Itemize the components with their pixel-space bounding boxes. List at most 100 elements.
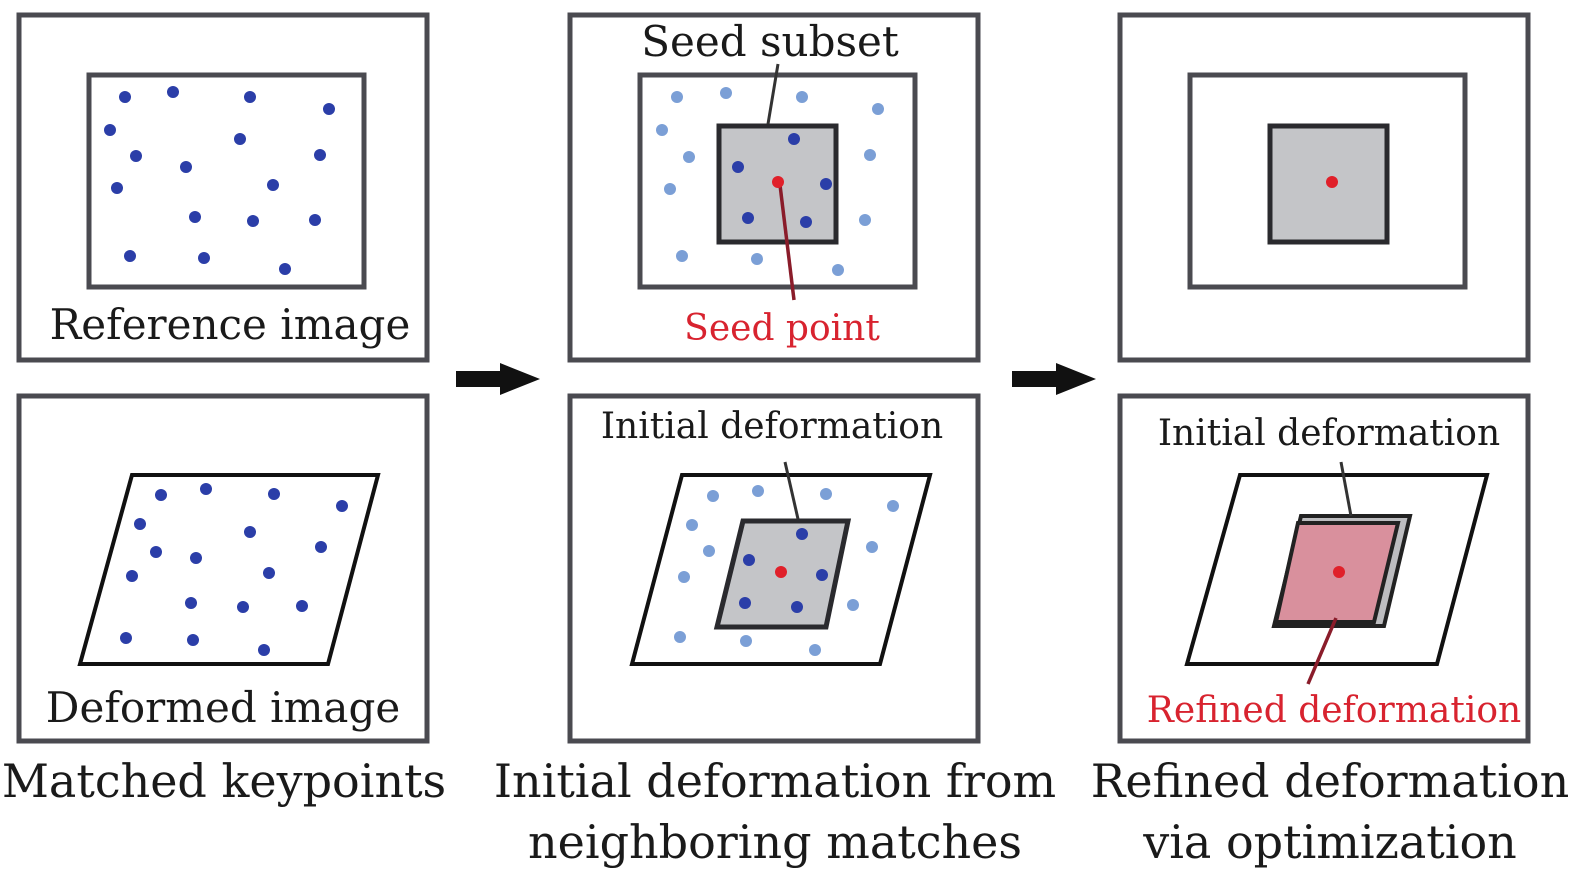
keypoint-dot bbox=[788, 133, 800, 145]
keypoint-dot bbox=[674, 631, 686, 643]
keypoint-dot bbox=[751, 253, 763, 265]
keypoint-dot bbox=[314, 149, 326, 161]
caption-initial-deformation-line1: Initial deformation from bbox=[494, 754, 1056, 808]
panel-reference-image: Reference image bbox=[16, 12, 430, 363]
keypoint-dot bbox=[237, 601, 249, 613]
keypoint-dot bbox=[279, 263, 291, 275]
keypoint-dot bbox=[743, 554, 755, 566]
keypoint-dot bbox=[234, 133, 246, 145]
seed-point-leader bbox=[778, 184, 796, 301]
keypoint-dot bbox=[200, 483, 212, 495]
keypoint-dot bbox=[720, 87, 732, 99]
keypoint-dot bbox=[185, 597, 197, 609]
keypoint-dot bbox=[832, 264, 844, 276]
keypoint-dot bbox=[742, 212, 754, 224]
keypoint-dot bbox=[678, 571, 690, 583]
arrow-right-icon bbox=[456, 363, 540, 395]
keypoint-dot bbox=[703, 545, 715, 557]
keypoint-dot bbox=[167, 86, 179, 98]
keypoint-dot bbox=[120, 632, 132, 644]
seed-subset-callout: Seed subset bbox=[641, 17, 899, 66]
keypoint-dot bbox=[887, 500, 899, 512]
caption-initial-deformation-line2: neighboring matches bbox=[528, 815, 1022, 869]
keypoint-dot bbox=[847, 599, 859, 611]
initial-deformation-callout: Initial deformation bbox=[601, 406, 943, 447]
keypoint-dot bbox=[134, 518, 146, 530]
keypoint-dot bbox=[119, 91, 131, 103]
keypoint-dot bbox=[707, 490, 719, 502]
keypoint-dot bbox=[791, 601, 803, 613]
refined-deformation-leader bbox=[1306, 617, 1338, 685]
keypoint-dot bbox=[155, 489, 167, 501]
keypoint-dot bbox=[267, 179, 279, 191]
keypoint-dot bbox=[686, 519, 698, 531]
keypoint-dot bbox=[732, 161, 744, 173]
refined-deformation-callout: Refined deformation bbox=[1147, 690, 1521, 731]
keypoint-dot bbox=[323, 103, 335, 115]
keypoint-dot bbox=[189, 211, 201, 223]
keypoint-dot bbox=[309, 214, 321, 226]
initial-deformation-leader bbox=[1339, 461, 1353, 517]
initial-deformation-callout: Initial deformation bbox=[1158, 413, 1500, 454]
arrow-right-icon bbox=[1012, 363, 1096, 395]
keypoint-dot bbox=[111, 182, 123, 194]
keypoint-dot bbox=[676, 250, 688, 262]
keypoint-dot bbox=[244, 91, 256, 103]
keypoint-dot bbox=[664, 183, 676, 195]
deformed-image-label: Deformed image bbox=[46, 683, 400, 732]
keypoint-dot bbox=[683, 151, 695, 163]
seed-point-marker bbox=[1333, 566, 1345, 578]
seed-point-marker bbox=[1326, 176, 1338, 188]
keypoint-dot bbox=[800, 216, 812, 228]
keypoint-dot bbox=[820, 178, 832, 190]
keypoint-dot bbox=[816, 569, 828, 581]
keypoint-dot bbox=[263, 567, 275, 579]
reference-image-label: Reference image bbox=[50, 300, 411, 349]
keypoint-dot bbox=[864, 149, 876, 161]
keypoint-dot bbox=[336, 500, 348, 512]
keypoint-dot bbox=[296, 600, 308, 612]
keypoint-dot bbox=[740, 635, 752, 647]
panel-refined-top bbox=[1117, 12, 1531, 363]
keypoint-dot bbox=[126, 570, 138, 582]
keypoint-dot bbox=[258, 644, 270, 656]
panel-initial-deformation: Initial deformation bbox=[567, 393, 981, 744]
keypoint-dot bbox=[739, 597, 751, 609]
keypoint-dot bbox=[104, 124, 116, 136]
panel-seed-subset: Seed subset Seed point bbox=[567, 12, 981, 363]
keypoint-dot bbox=[130, 150, 142, 162]
keypoint-dot bbox=[315, 541, 327, 553]
keypoints-reference bbox=[104, 86, 335, 275]
keypoints-deformed bbox=[120, 483, 348, 656]
keypoint-dot bbox=[247, 215, 259, 227]
keypoint-dot bbox=[809, 644, 821, 656]
keypoint-dot bbox=[187, 634, 199, 646]
keypoint-dot bbox=[150, 546, 162, 558]
keypoints-faded bbox=[656, 87, 884, 276]
panel-refined-bottom: Initial deformation Refined deformation bbox=[1117, 393, 1531, 744]
keypoint-dot bbox=[244, 526, 256, 538]
keypoint-dot bbox=[752, 485, 764, 497]
keypoints-faded bbox=[674, 485, 899, 656]
seed-subset-leader bbox=[766, 63, 780, 125]
keypoint-dot bbox=[796, 528, 808, 540]
caption-refined-deformation-line2: via optimization bbox=[1142, 815, 1517, 869]
seed-point-marker bbox=[772, 176, 784, 188]
keypoint-dot bbox=[820, 488, 832, 500]
seed-point-callout: Seed point bbox=[684, 308, 880, 349]
caption-matched-keypoints: Matched keypoints bbox=[2, 754, 446, 808]
keypoint-dot bbox=[872, 103, 884, 115]
keypoint-dot bbox=[796, 91, 808, 103]
keypoint-dot bbox=[124, 250, 136, 262]
keypoint-dot bbox=[198, 252, 210, 264]
keypoint-dot bbox=[859, 214, 871, 226]
keypoint-dot bbox=[180, 161, 192, 173]
keypoint-dot bbox=[671, 91, 683, 103]
keypoint-dot bbox=[866, 541, 878, 553]
keypoint-dot bbox=[268, 488, 280, 500]
keypoints-in-subset bbox=[739, 528, 828, 613]
keypoint-dot bbox=[190, 552, 202, 564]
initial-deformation-leader bbox=[783, 461, 800, 520]
caption-refined-deformation-line1: Refined deformation bbox=[1091, 754, 1569, 808]
